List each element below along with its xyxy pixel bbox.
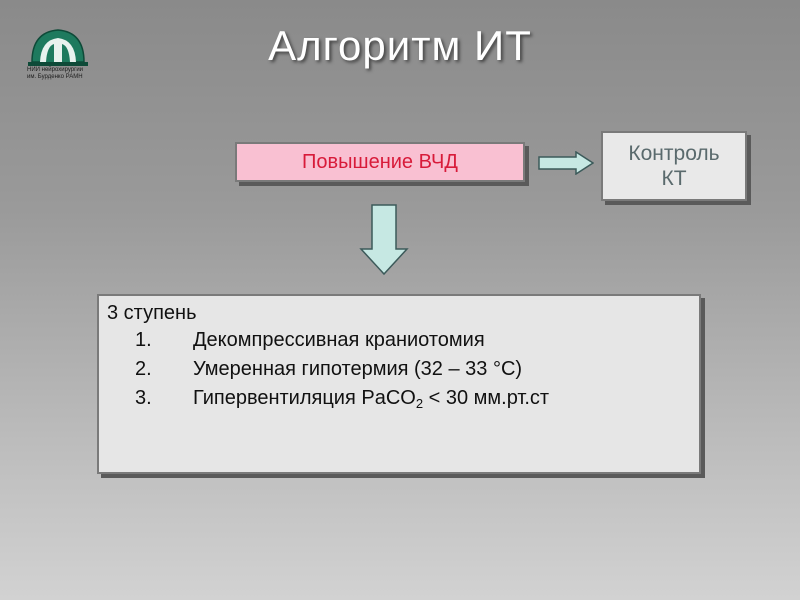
list-item-number: 2. — [135, 358, 152, 380]
icp-increase-label: Повышение ВЧД — [302, 150, 458, 173]
logo-caption: НИИ нейрохирургии им. Бурденко РАМН — [27, 67, 97, 81]
icp-increase-box: Повышение ВЧД — [235, 142, 525, 182]
ct-control-line2: КТ — [661, 167, 687, 190]
list-item-text: Умеренная гипотермия (32 – 33 °С) — [193, 358, 523, 380]
ct-control-box: Контроль КТ — [601, 131, 747, 201]
list-item: 3. Гипервентиляция PaCO2 < 30 мм.рт.ст — [99, 387, 689, 416]
list-item: 1. Декомпрессивная краниотомия — [99, 329, 689, 358]
list-item: 2. Умеренная гипотермия (32 – 33 °С) — [99, 358, 689, 387]
measures-list: 1. Декомпрессивная краниотомия 2. Умерен… — [99, 329, 689, 416]
list-item-text-prefix: Гипервентиляция PaCO — [193, 387, 416, 409]
logo-caption-line1: НИИ нейрохирургии — [27, 67, 84, 73]
logo-caption-line2: им. Бурденко РАМН — [27, 74, 83, 80]
institute-logo-icon — [28, 29, 88, 66]
list-item-text: Декомпрессивная краниотомия — [193, 329, 485, 351]
right-arrow-icon — [538, 151, 594, 175]
stage-heading: 3 ступень — [107, 302, 197, 324]
down-arrow-icon — [359, 204, 409, 276]
list-item-text-suffix: < 30 мм.рт.ст — [423, 387, 550, 409]
slide-title: Алгоритм ИТ — [268, 22, 532, 69]
stage-box: 3 ступень 1. Декомпрессивная краниотомия… — [97, 294, 701, 474]
list-item-subscript: 2 — [415, 396, 424, 411]
ct-control-line1: Контроль — [628, 142, 720, 165]
list-item-number: 1. — [135, 329, 152, 351]
list-item-number: 3. — [135, 387, 152, 409]
list-item-text: Гипервентиляция PaCO2 < 30 мм.рт.ст — [193, 387, 549, 411]
